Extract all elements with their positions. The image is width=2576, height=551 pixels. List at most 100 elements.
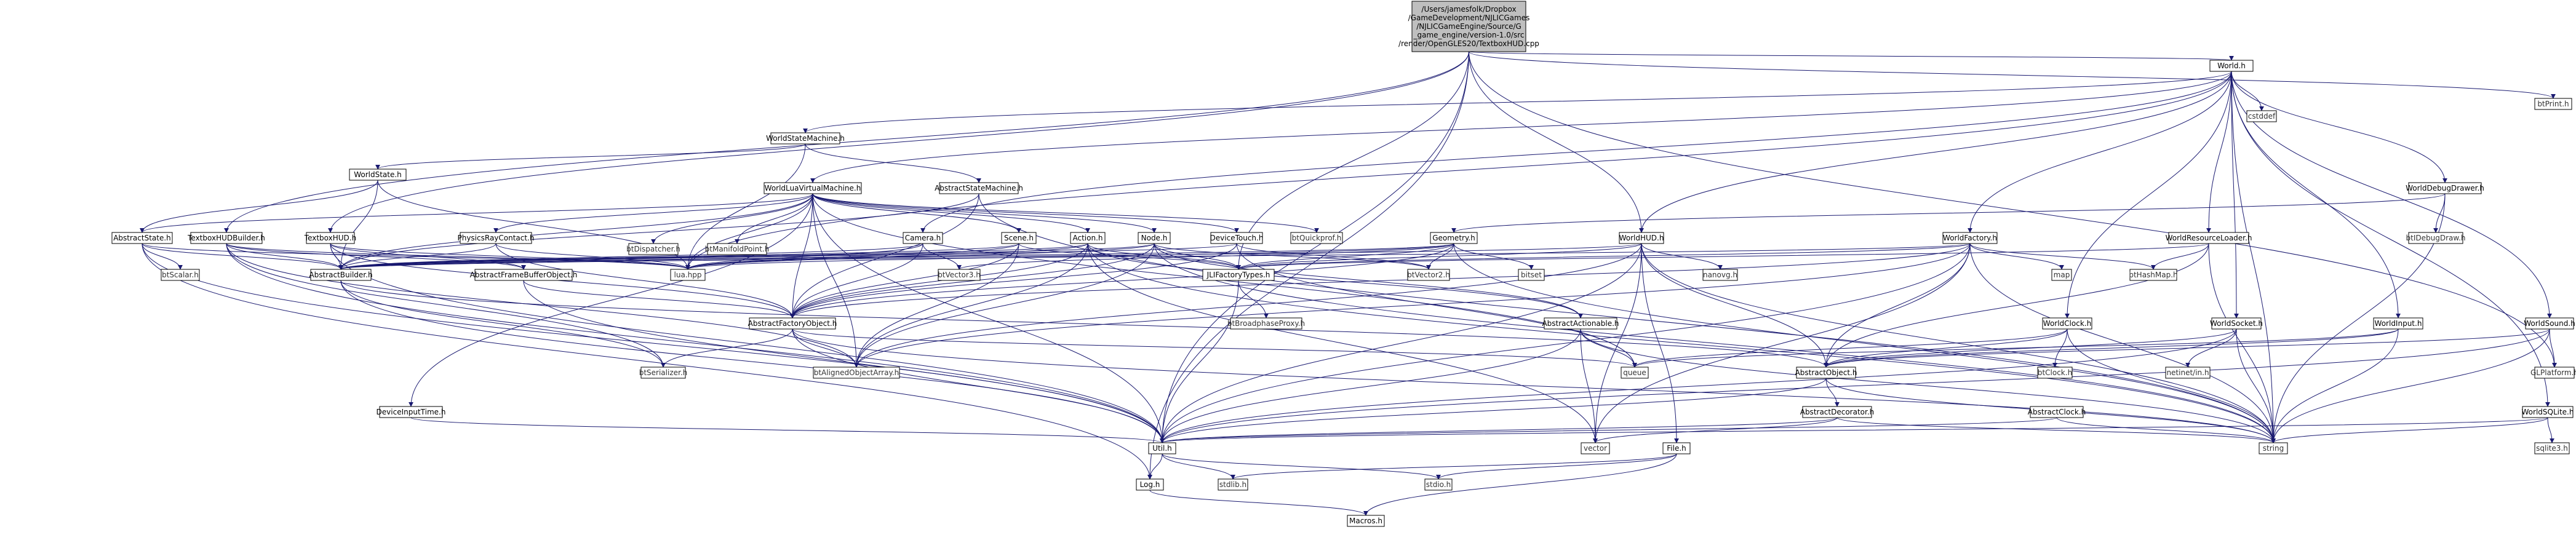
node-camera[interactable]: Camera.h (903, 232, 943, 244)
edge-abstractactionable-to-queue (1580, 328, 1637, 368)
edge-worldluavm-to-btquickprof (812, 193, 1319, 233)
node-node[interactable]: Node.h (1138, 232, 1171, 244)
node-physicsraycontact[interactable]: PhysicsRayContact.h (457, 232, 535, 244)
edge-scene-to-jlifactorytypes (1018, 243, 1241, 270)
node-worldsqlite[interactable]: WorldSQLite.h (2522, 406, 2574, 418)
node-nanovg: nanovg.h (1702, 269, 1738, 281)
node-abstractfactoryobject[interactable]: AbstractFactoryObject.h (748, 317, 837, 330)
node-label: DeviceTouch.h (1210, 234, 1264, 242)
node-root[interactable]: /Users/jamesfolk/Dropbox/GameDevelopment… (1398, 1, 1539, 52)
node-label: AbstractDecorator.h (1800, 408, 1875, 416)
node-abstractactionable[interactable]: AbstractActionable.h (1542, 317, 1619, 330)
node-btdebugdraw: btIDebugDraw.h (2406, 232, 2466, 244)
node-macros[interactable]: Macros.h (1347, 515, 1385, 527)
edge-world-to-luahpp (685, 71, 2232, 270)
node-worldsocket[interactable]: WorldSocket.h (2210, 317, 2263, 330)
edge-worldsocket-to-abstractobject (1824, 328, 2237, 368)
edge-devicetouch-to-abstractfactoryobject (790, 243, 1237, 319)
node-world[interactable]: World.h (2209, 60, 2254, 72)
edge-physicsraycontact-to-abstractfactoryobject (495, 243, 795, 319)
edge-textboxhudbuilder-to-util (226, 243, 1165, 443)
node-worlddebugdrawer[interactable]: WorldDebugDrawer.h (2406, 182, 2484, 194)
node-abstractstate[interactable]: AbstractState.h (111, 232, 173, 244)
edge-geometry-to-abstractfactoryobject (790, 243, 1454, 319)
edge-worldfactory-to-btalignedobjectarray (854, 243, 1971, 368)
node-label: btIDebugDraw.h (2406, 234, 2466, 242)
node-worldclock[interactable]: WorldClock.h (2042, 317, 2092, 330)
node-deviceinputtime[interactable]: DeviceInputTime.h (377, 406, 446, 418)
edge-camera-to-abstractbuilder (338, 243, 923, 270)
node-worldresourceloader[interactable]: WorldResourceLoader.h (2166, 232, 2252, 244)
node-label: /Users/jamesfolk/Dropbox (1421, 5, 1516, 14)
edge-world-to-worldhud (1639, 71, 2232, 233)
edge-root-to-glplatform (1469, 51, 2557, 368)
edge-world-to-worldfactory (1968, 71, 2232, 233)
node-worldluavm[interactable]: WorldLuaVirtualMachine.h (764, 182, 862, 194)
edge-util-to-stdio (1162, 453, 1441, 480)
node-worldinput[interactable]: WorldInput.h (2373, 317, 2423, 330)
node-label: File.h (1667, 444, 1686, 453)
edge-world-to-worldsound (2231, 71, 2552, 319)
edge-abstractstatemachine-to-string (978, 193, 2276, 443)
node-scene[interactable]: Scene.h (1001, 232, 1037, 244)
edge-worldhud-to-util (1160, 243, 1642, 443)
edge-scene-to-luahpp (685, 243, 1019, 270)
node-abstractbuilder[interactable]: AbstractBuilder.h (309, 269, 373, 281)
edge-worldhud-to-jlifactorytypes (1236, 243, 1642, 270)
node-label: btManifoldPoint.h (705, 245, 770, 253)
edge-root-to-jlifactorytypes (1236, 51, 1469, 270)
edge-abstractclock-to-string (2056, 417, 2276, 443)
node-btvector3: btVector3.h (938, 269, 981, 281)
node-worldfactory[interactable]: WorldFactory.h (1942, 232, 1998, 244)
edge-abstractactionable-to-string (1580, 328, 2276, 443)
node-abstractdecorator[interactable]: AbstractDecorator.h (1800, 406, 1875, 418)
node-label: Node.h (1141, 234, 1168, 242)
node-label: btDispatcher.h (626, 245, 680, 253)
edge-worldstatemachine-to-abstractstatemachine (805, 143, 981, 183)
node-worldsound[interactable]: WorldSound.h (2524, 317, 2575, 330)
node-devicetouch[interactable]: DeviceTouch.h (1210, 232, 1264, 244)
dependency-edges (140, 51, 2557, 516)
node-label: TextboxHUDBuilder.h (187, 234, 265, 242)
node-abstractobject[interactable]: AbstractObject.h (1795, 367, 1857, 379)
node-label: stdlib.h (1219, 480, 1246, 489)
edge-worldhud-to-abstractbuilder (338, 243, 1642, 270)
node-util[interactable]: Util.h (1148, 442, 1176, 454)
node-log[interactable]: Log.h (1136, 478, 1164, 491)
edge-abstractfactoryobject-to-string (792, 328, 2276, 443)
node-label: btAlignedObjectArray.h (814, 368, 899, 377)
node-label: WorldHUD.h (1619, 234, 1664, 242)
edge-worldsqlite-to-string (2271, 417, 2548, 443)
node-abstractframebufferobject[interactable]: AbstractFrameBufferObject.h (470, 269, 578, 281)
edge-worldsound-to-string (2271, 328, 2550, 443)
edge-abstractstatemachine-to-abstractbuilder (338, 193, 979, 270)
edge-worldsqlite-to-util (1160, 417, 2548, 443)
node-label: AbstractBuilder.h (309, 271, 372, 279)
edge-worldluavm-to-btmanifoldpoint (735, 193, 813, 244)
node-file[interactable]: File.h (1662, 442, 1691, 454)
node-label: queue (1623, 368, 1646, 377)
node-label: WorldLuaVirtualMachine.h (765, 184, 861, 192)
node-worldstatemachine[interactable]: WorldStateMachine.h (766, 132, 845, 145)
edge-abstractobject-to-util (1160, 378, 1827, 443)
node-glplatform: GLPlatform.h (2530, 367, 2576, 379)
edge-devicetouch-to-abstractbuilder (338, 243, 1237, 270)
node-action[interactable]: Action.h (1070, 232, 1106, 244)
node-label: stdio.h (1426, 480, 1451, 489)
node-abstractstatemachine[interactable]: AbstractStateMachine.h (935, 182, 1023, 194)
node-worldstate[interactable]: WorldState.h (349, 168, 407, 181)
node-label: btClock.h (2038, 368, 2072, 377)
node-geometry[interactable]: Geometry.h (1430, 232, 1478, 244)
node-label: DeviceInputTime.h (377, 408, 446, 416)
node-label: btVector3.h (938, 271, 981, 279)
edge-textboxhudbuilder-to-abstractbuilder (226, 243, 343, 270)
node-abstractclock[interactable]: AbstractClock.h (2028, 406, 2086, 418)
node-textboxhudbuilder[interactable]: TextboxHUDBuilder.h (187, 232, 265, 244)
edge-root-to-textboxhudbuilder (224, 51, 1469, 233)
node-worldhud[interactable]: WorldHUD.h (1619, 232, 1664, 244)
node-jlifactorytypes[interactable]: JLIFactoryTypes.h (1202, 269, 1275, 281)
node-textboxhud[interactable]: TextboxHUD.h (304, 232, 356, 244)
node-label: /GameDevelopment/NJLICGames (1408, 14, 1530, 22)
edge-textboxhud-to-util (330, 243, 1165, 443)
edge-file-to-stdlib (1230, 453, 1677, 480)
